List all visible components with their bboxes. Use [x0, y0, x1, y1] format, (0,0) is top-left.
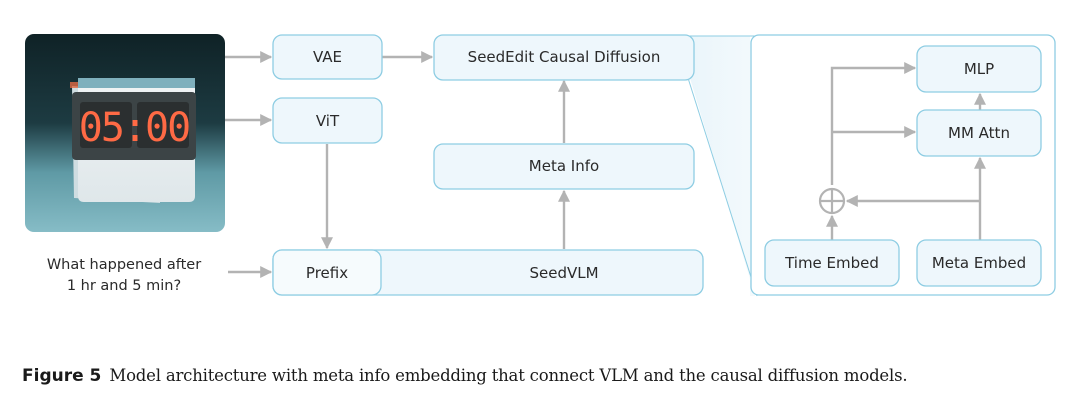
- node-mm-attn-label: MM Attn: [948, 124, 1010, 142]
- figure-caption: Figure 5 Model architecture with meta inf…: [22, 366, 1072, 386]
- detail-edges: [826, 62, 986, 240]
- input-image: 05:00: [25, 34, 225, 232]
- node-prefix-label: Prefix: [306, 264, 348, 282]
- node-vae-label: VAE: [313, 48, 342, 66]
- node-time-embed: Time Embed: [764, 239, 900, 287]
- edges: [225, 51, 570, 278]
- node-seededit: SeedEdit Causal Diffusion: [433, 34, 695, 81]
- figure-caption-text: Model architecture with meta info embedd…: [109, 366, 908, 385]
- node-seededit-label: SeedEdit Causal Diffusion: [468, 48, 661, 66]
- prompt-line-2: 1 hr and 5 min?: [67, 278, 181, 294]
- node-meta-embed-label: Meta Embed: [932, 254, 1026, 272]
- node-seedvlm-label: SeedVLM: [529, 264, 598, 282]
- zoom-line-bottom: [687, 77, 758, 297]
- detail-panel: MLP MM Attn Time Embed Meta Embed: [750, 34, 1056, 296]
- node-vae: VAE: [272, 34, 383, 80]
- node-mm-attn: MM Attn: [916, 109, 1042, 157]
- prompt-line-1: What happened after: [47, 257, 201, 273]
- node-meta-info: Meta Info: [433, 143, 695, 190]
- zoom-callout-wedge: [690, 36, 755, 296]
- figure-label: Figure 5: [22, 366, 102, 386]
- architecture-diagram: 05:00 What happened after 1 hr and 5 min…: [25, 34, 1056, 297]
- add-operator-icon: [818, 187, 846, 215]
- node-prefix: Prefix: [272, 249, 382, 296]
- node-vit-label: ViT: [316, 112, 340, 130]
- node-mlp: MLP: [916, 45, 1042, 93]
- node-time-embed-label: Time Embed: [784, 254, 879, 272]
- node-meta-info-label: Meta Info: [529, 157, 599, 175]
- node-meta-embed: Meta Embed: [916, 239, 1042, 287]
- clock-object: 05:00: [70, 78, 196, 203]
- clock-display: 05:00: [79, 105, 189, 151]
- node-mlp-label: MLP: [964, 60, 994, 78]
- edge-add-to-mlp: [830, 62, 917, 185]
- node-vit: ViT: [272, 97, 383, 144]
